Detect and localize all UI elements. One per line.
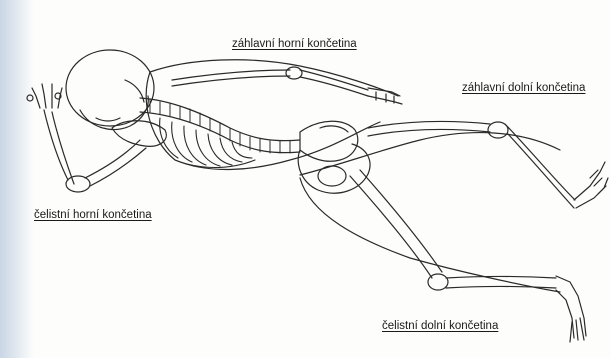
- head-side-lower-limb: [368, 121, 608, 208]
- skull: [66, 50, 154, 129]
- rib-cage: [160, 118, 255, 168]
- body-outline: [146, 60, 560, 292]
- label-face-side-upper-limb: čelistní horní končetina: [34, 209, 152, 221]
- label-head-side-lower-limb: záhlavní dolní končetina: [462, 82, 585, 94]
- vertebral-column: [140, 98, 300, 153]
- head-side-upper-limb: [172, 67, 402, 104]
- label-face-side-lower-limb: čelistní dolní končetina: [382, 320, 498, 332]
- face-side-upper-limb: [27, 84, 166, 192]
- face-side-lower-limb: [350, 170, 586, 342]
- label-head-side-upper-limb: záhlavní horní končetina: [232, 38, 357, 50]
